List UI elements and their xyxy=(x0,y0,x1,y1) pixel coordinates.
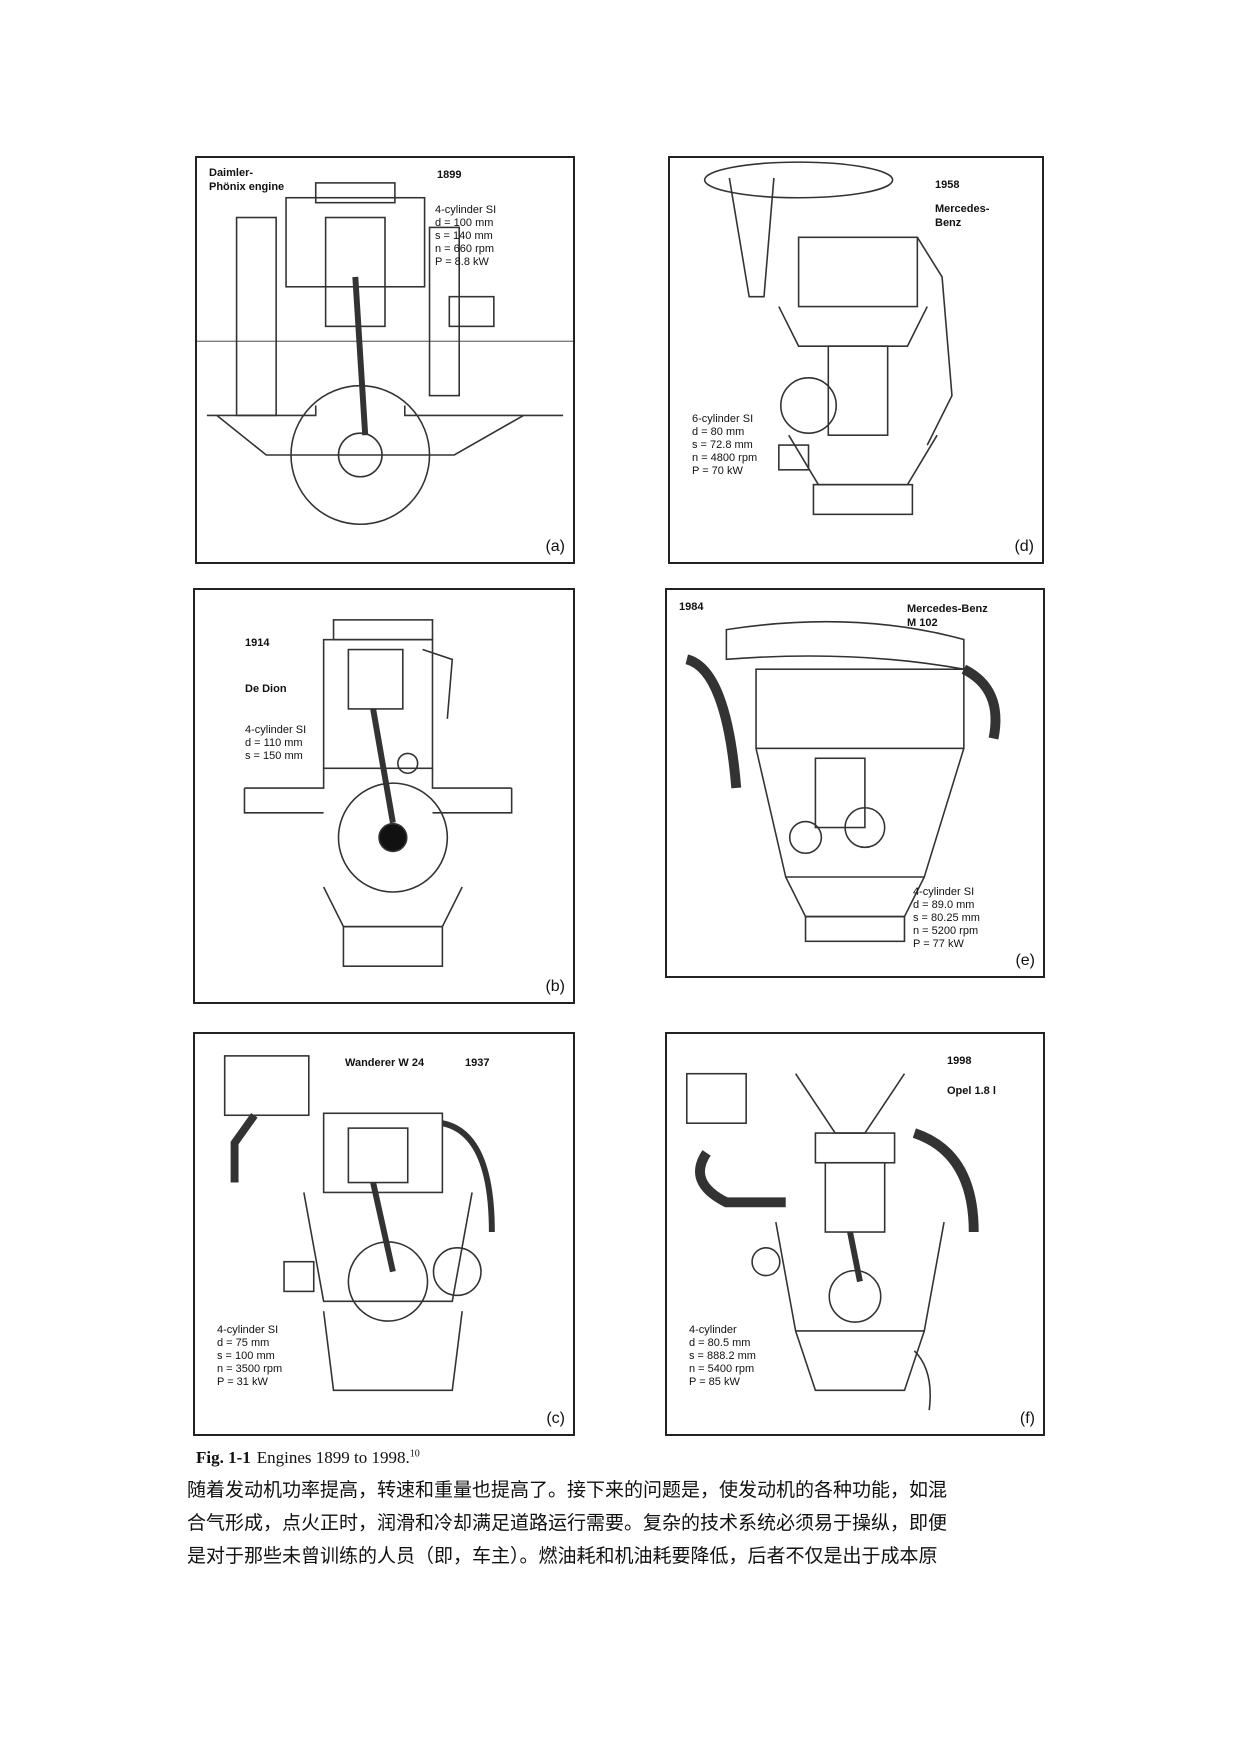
engine-specs: 4-cylinder SI d = 89.0 mm s = 80.25 mm n… xyxy=(913,886,980,950)
figure-panel-b: 1914 De Dion 4-cylinder SI d = 110 mm s … xyxy=(193,588,575,1004)
figure-caption: Fig. 1-1 Engines 1899 to 1998.10 xyxy=(196,1448,420,1468)
engine-name: De Dion xyxy=(245,683,287,695)
body-line: 合气形成，点火正时，润滑和冷却满足道路运行需要。复杂的技术系统必须易于操纵，即便 xyxy=(187,1512,948,1534)
panel-label: (b) xyxy=(545,978,565,995)
engine-drawing-daimler xyxy=(197,182,573,526)
panel-label: (f) xyxy=(1019,1410,1035,1427)
engine-drawing-mercedes-m102 xyxy=(685,620,1001,943)
figure-panel-e: 1984 Mercedes-Benz M 102 4-cylinder SI d… xyxy=(665,588,1045,978)
engine-drawing-opel xyxy=(685,1072,979,1411)
reference-superscript: 10 xyxy=(409,1448,420,1460)
panel-label: (e) xyxy=(1015,952,1035,969)
figure-number: Fig. 1-1 xyxy=(196,1448,251,1467)
engine-year: 1899 xyxy=(437,169,462,181)
engine-specs: 4-cylinder SI d = 75 mm s = 100 mm n = 3… xyxy=(217,1324,283,1388)
engine-name: Opel 1.8 l xyxy=(947,1085,996,1097)
engine-name: Mercedes-Benz M 102 xyxy=(907,603,988,629)
engine-name: Daimler- Phönix engine xyxy=(209,167,285,193)
body-line: 是对于那些未曾训练的人员（即，车主）。燃油耗和机油耗要降低，后者不仅是出于成本原 xyxy=(187,1545,938,1567)
engine-name: Mercedes- Benz xyxy=(935,203,990,229)
engine-specs: 4-cylinder SI d = 110 mm s = 150 mm xyxy=(245,724,307,762)
engine-drawing-mercedes-1958 xyxy=(703,161,953,516)
engine-specs: 4-cylinder SI d = 100 mm s = 140 mm n = … xyxy=(435,204,497,268)
engine-specs: 4-cylinder d = 80.5 mm s = 888.2 mm n = … xyxy=(689,1324,756,1388)
panel-label: (a) xyxy=(545,538,565,555)
figure-panel-a: Daimler- Phönix engine 1899 4-cylinder S… xyxy=(195,156,575,564)
engine-year: 1998 xyxy=(947,1055,972,1067)
engine-year: 1984 xyxy=(679,601,704,613)
panel-label: (d) xyxy=(1014,538,1034,555)
body-paragraph: 随着发动机功率提高，转速和重量也提高了。接下来的问题是，使发动机的各种功能，如混… xyxy=(187,1474,1047,1573)
engine-drawing-wanderer xyxy=(223,1055,495,1392)
engine-year: 1914 xyxy=(245,637,270,649)
figure-panel-f: 1998 Opel 1.8 l 4-cylinder d = 80.5 mm s… xyxy=(665,1032,1045,1436)
panel-label: (c) xyxy=(546,1410,565,1427)
engine-year: 1937 xyxy=(465,1057,490,1069)
engine-year: 1958 xyxy=(935,179,960,191)
caption-text: Engines 1899 to 1998. xyxy=(256,1448,410,1467)
body-line: 随着发动机功率提高，转速和重量也提高了。接下来的问题是，使发动机的各种功能，如混 xyxy=(187,1479,948,1501)
figure-panel-d: 1958 Mercedes- Benz 6-cylinder SI d = 80… xyxy=(668,156,1044,564)
engine-name: Wanderer W 24 xyxy=(345,1057,425,1069)
engine-specs: 6-cylinder SI d = 80 mm s = 72.8 mm n = … xyxy=(692,413,758,477)
engine-drawing-de-dion xyxy=(243,619,513,967)
figure-panel-c: Wanderer W 24 1937 4-cylinder SI d = 75 … xyxy=(193,1032,575,1436)
